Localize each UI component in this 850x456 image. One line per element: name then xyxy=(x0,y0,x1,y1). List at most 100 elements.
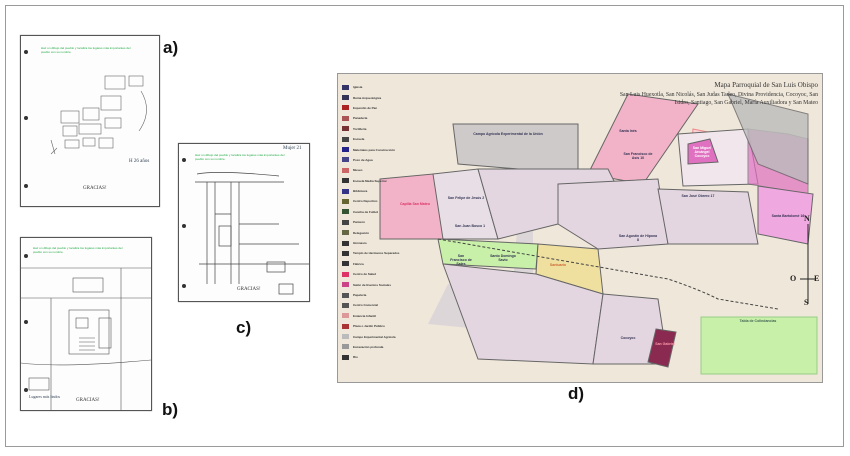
legend-item: Papelería xyxy=(342,290,424,300)
legend-icon xyxy=(342,302,349,308)
legend-item: Tortillería xyxy=(342,124,424,134)
legend-label: Pozo de Agua xyxy=(353,157,373,162)
map-drawing xyxy=(379,93,818,375)
legend-label: Río xyxy=(353,355,358,360)
compass-e: E xyxy=(814,274,820,283)
sketch-a: Haz un dibujo del pueblo y localiza los … xyxy=(20,35,160,207)
legend-icon xyxy=(342,95,349,101)
legend-label: Plaza o Jardín Público xyxy=(353,324,385,329)
legend-label: Iglesia xyxy=(353,85,363,90)
legend-item: Salón de Eventos Sociales xyxy=(342,279,424,289)
legend-item: Río xyxy=(342,352,424,362)
legend-label: Salón de Eventos Sociales xyxy=(353,282,392,287)
legend-item: Expendio de Pan xyxy=(342,103,424,113)
region-label: Capilla San Mateo xyxy=(400,202,430,206)
legend-icon xyxy=(342,271,349,277)
legend-item: Campo Experimental Agrícola xyxy=(342,331,424,341)
legend-icon xyxy=(342,282,349,288)
legend-item: Ruina Arqueológica xyxy=(342,92,424,102)
prompt-text: Haz un dibujo del pueblo y localiza los … xyxy=(195,153,285,161)
legend-icon xyxy=(342,219,349,225)
legend-label: Templo de Hermanos Separados xyxy=(353,251,400,256)
region-label: Santa Inés xyxy=(619,129,637,133)
legend-label: Panteón xyxy=(353,220,365,225)
legend-label: Biblioteca xyxy=(353,189,368,194)
legend-label: Campo Experimental Agrícola xyxy=(353,334,396,339)
legend-label: Materiales para Construcción xyxy=(353,147,396,152)
panel-label-b: b) xyxy=(162,400,179,419)
legend-item: Templo de Hermanos Separados xyxy=(342,248,424,258)
compass-s: S xyxy=(804,298,809,307)
legend-item: Cancha de Futbol xyxy=(342,207,424,217)
legend-label: Tortillería xyxy=(353,126,367,131)
legend-label: Centro Deportivo xyxy=(353,199,378,204)
legend-icon xyxy=(342,147,349,153)
region-label: San Felipe de Jesús 2 xyxy=(447,196,485,200)
legend-icon xyxy=(342,354,349,360)
prompt-text: Haz un dibujo del pueblo y localiza los … xyxy=(41,46,131,54)
legend-note: Lugares más lindos xyxy=(29,394,61,399)
legend-label: Ruina Arqueológica xyxy=(353,95,382,100)
panel-label-a: a) xyxy=(163,38,179,57)
legend-icon xyxy=(342,230,349,236)
legend-item: Excavación profunda xyxy=(342,342,424,352)
legend-icon xyxy=(342,157,349,163)
thanks-text: GRACIAS! xyxy=(83,186,107,191)
legend-icon xyxy=(342,292,349,298)
legend-label: Centro de Salud xyxy=(353,272,377,277)
legend-item: Centro de Salud xyxy=(342,269,424,279)
region-label: San José Obrero 17 xyxy=(681,194,715,198)
legend-icon xyxy=(342,84,349,90)
legend-label: Escuela xyxy=(353,137,365,142)
region-label: Campo Agrícola Experimental de la Unión xyxy=(473,132,543,136)
legend-icon xyxy=(342,198,349,204)
sketch-drawing xyxy=(21,267,151,410)
legend-label: Centro Comercial xyxy=(353,303,379,308)
region-label: Cocoyoc xyxy=(620,336,636,340)
legend-item: Centro Deportivo xyxy=(342,196,424,206)
panel-label-c: c) xyxy=(236,318,252,337)
legend-label: Excavación profunda xyxy=(353,344,384,349)
sketch-drawing xyxy=(195,172,309,295)
handwritten-note: Mujer 21 xyxy=(283,146,302,151)
legend-label: Fábrica xyxy=(353,261,364,266)
legend-item: Panadería xyxy=(342,113,424,123)
legend-icon xyxy=(342,115,349,121)
legend-label: Panadería xyxy=(353,116,368,121)
legend-item: Museo xyxy=(342,165,424,175)
region-label: San Francisco de Sales xyxy=(450,254,472,266)
legend-item: Gimnasio xyxy=(342,238,424,248)
panel-label-d: d) xyxy=(568,384,585,403)
region-label: Santo Domingo Savio xyxy=(490,254,516,262)
legend-icon xyxy=(342,323,349,329)
figure-frame xyxy=(5,5,844,447)
legend-item: Pozo de Agua xyxy=(342,155,424,165)
region-label: San Francisco de Asís 10 xyxy=(623,152,653,160)
map-subtitle: San Luis Huexotla, San Nicolás, San Juda… xyxy=(619,92,818,106)
handwritten-note: H 26 años xyxy=(129,159,150,164)
legend-item: Iglesia xyxy=(342,82,424,92)
legend-item: Biblioteca xyxy=(342,186,424,196)
legend-icon xyxy=(342,105,349,111)
legend-label: Expendio de Pan xyxy=(353,105,378,110)
legend-icon xyxy=(342,126,349,132)
legend-item: Escuela xyxy=(342,134,424,144)
legend-icon xyxy=(342,240,349,246)
legend-icon xyxy=(342,209,349,215)
legend-label: Museo xyxy=(353,168,363,173)
map-title: Mapa Parroquial de San Luis Obispo xyxy=(714,81,818,89)
legend-item: Materiales para Construcción xyxy=(342,144,424,154)
legend-icon xyxy=(342,178,349,184)
table-title: Tabla de Colindancias xyxy=(739,319,777,323)
legend-item: Panteón xyxy=(342,217,424,227)
legend-label: Cancha de Futbol xyxy=(353,209,379,214)
sketch-drawing xyxy=(50,75,147,155)
legend-label: Delegación xyxy=(353,230,370,235)
legend-icon xyxy=(342,261,349,267)
thanks-text: GRACIAS! xyxy=(237,287,261,292)
compass-w: O xyxy=(790,274,797,283)
region-label: Santuario xyxy=(549,263,567,267)
region-label: San Juan Bosco 1 xyxy=(454,224,486,228)
prompt-text: Haz un dibujo del pueblo y localiza los … xyxy=(33,246,123,254)
